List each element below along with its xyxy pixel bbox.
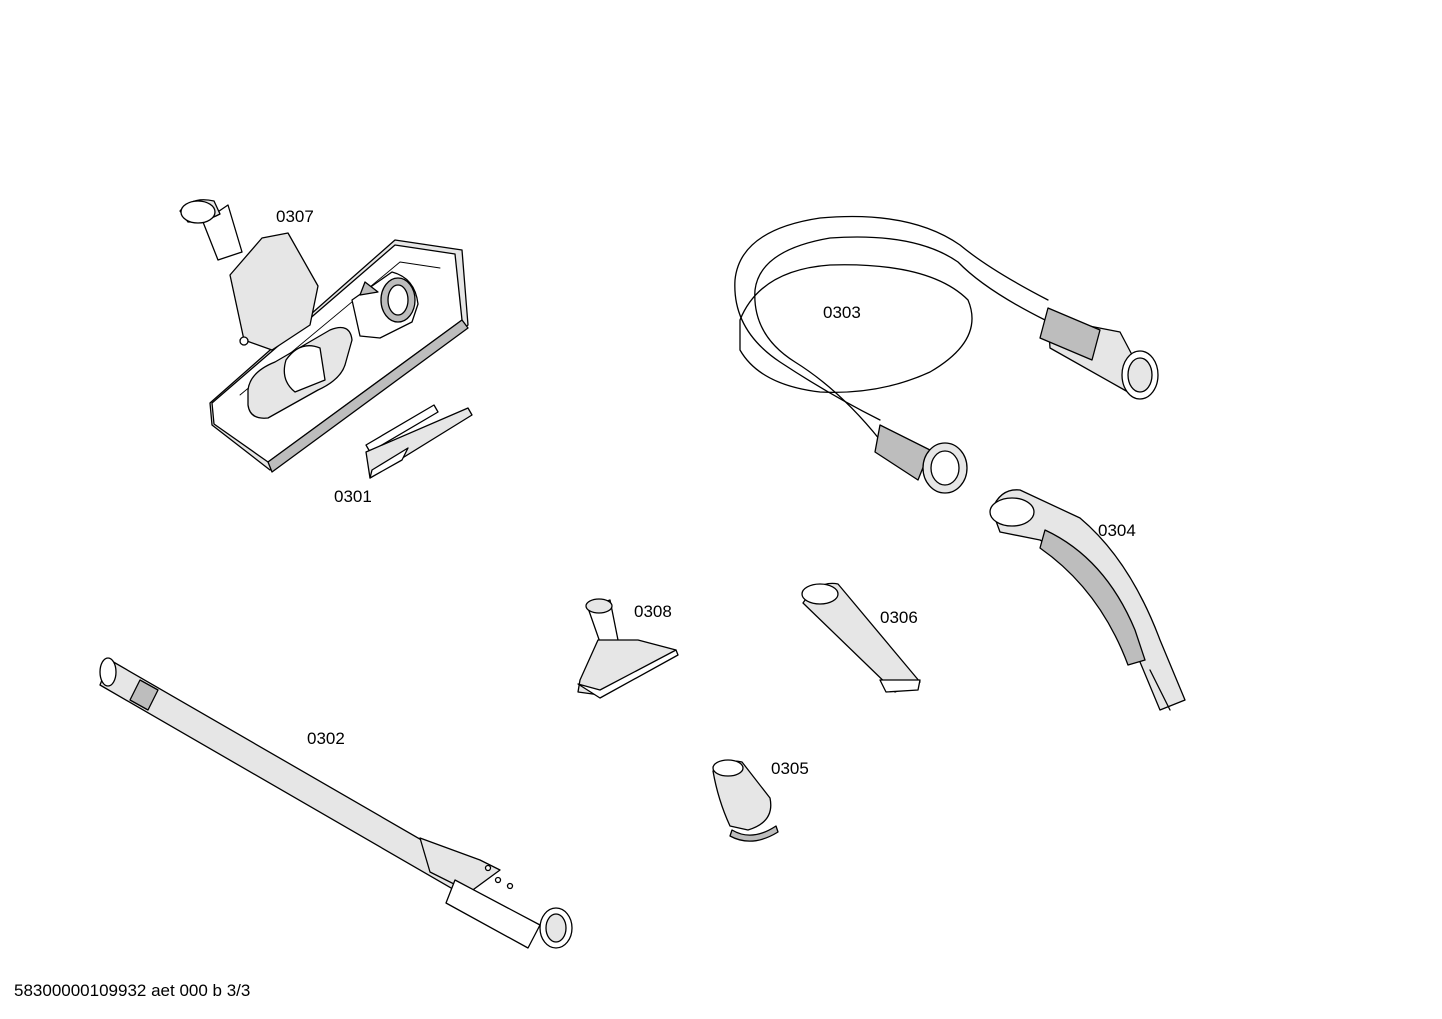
part-label-0302: 0302: [307, 729, 345, 748]
floor-nozzle-part: [179, 199, 469, 473]
handle-part: [989, 489, 1186, 711]
suction-hose-part: [734, 215, 1159, 494]
part-label-0307: 0307: [276, 207, 314, 226]
upholstery-nozzle-part: [577, 598, 679, 699]
telescopic-tube-part: [99, 657, 573, 949]
part-label-0301: 0301: [334, 487, 372, 506]
part-label-0303: 0303: [823, 303, 861, 322]
part-label-0305: 0305: [771, 759, 809, 778]
part-label-0306: 0306: [880, 608, 918, 627]
crevice-nozzle-part: [801, 582, 921, 693]
brush-nozzle-part: [712, 759, 779, 842]
document-reference: 58300000109932 aet 000 b 3/3: [14, 981, 251, 1000]
adapter-strips-part: [365, 404, 473, 479]
part-label-0308: 0308: [634, 602, 672, 621]
part-label-0304: 0304: [1098, 521, 1136, 540]
